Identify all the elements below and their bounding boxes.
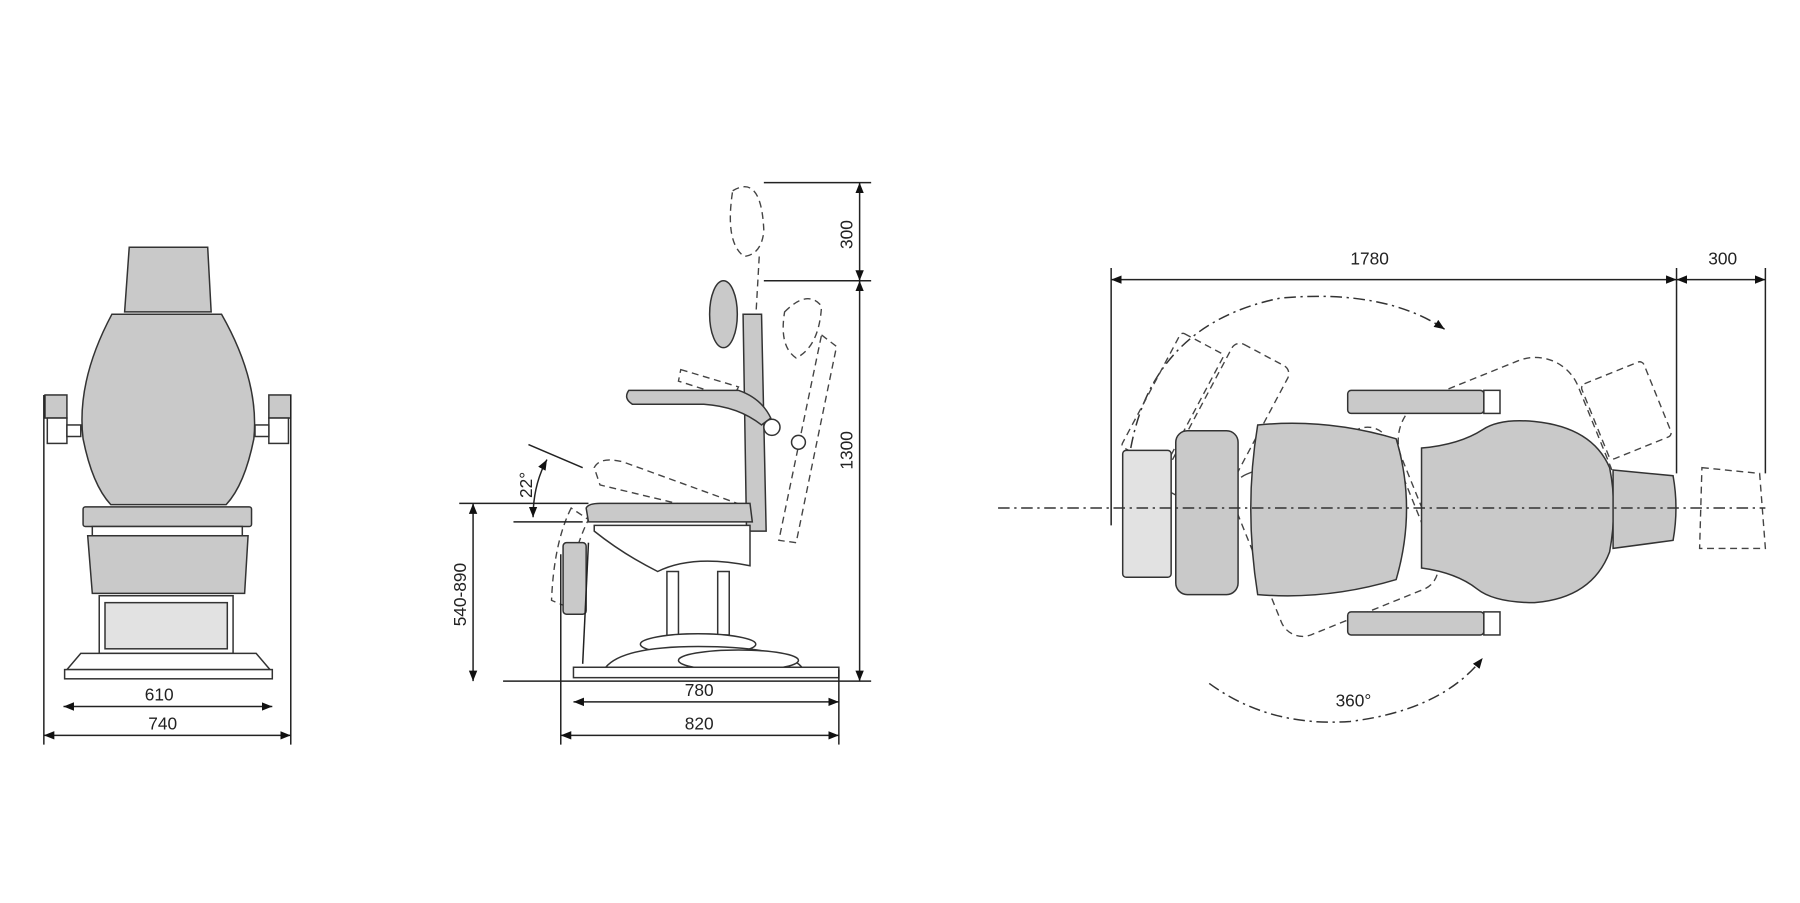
- top-headrest: [1612, 469, 1677, 550]
- front-base-plate: [63, 668, 274, 680]
- side-seat: [585, 502, 754, 523]
- dim-label-300-horizontal: 300: [1708, 249, 1737, 269]
- side-armrest: [625, 389, 772, 426]
- side-backrest: [742, 313, 767, 532]
- side-base-plate: [572, 666, 840, 679]
- top-backrest: [1420, 419, 1615, 604]
- side-seat-base: [593, 524, 751, 573]
- rotation-arc-bottom: [1208, 657, 1484, 723]
- front-view: 610 740: [43, 246, 292, 745]
- side-backrest-pivot: [790, 434, 807, 450]
- top-view: 1780 300 360°: [998, 249, 1767, 723]
- front-lower-cushion: [86, 534, 249, 595]
- side-ext-seat-tilt: [528, 443, 583, 469]
- front-backrest: [81, 313, 256, 506]
- side-legrest: [562, 541, 587, 615]
- front-armrest-right: [268, 394, 292, 419]
- dim-label-820: 820: [685, 714, 714, 734]
- top-headrest-extended-dashed: [1698, 466, 1767, 550]
- top-armrest-upper: [1346, 389, 1485, 415]
- side-column-left: [666, 570, 680, 642]
- side-headrest-raised-dashed: [729, 186, 765, 258]
- dim-label-780: 780: [685, 680, 714, 700]
- front-armrest-left-knob: [46, 417, 68, 445]
- front-armrest-right-knob: [268, 417, 290, 445]
- side-headrest: [708, 279, 739, 349]
- top-armrest-lower-knob: [1483, 611, 1501, 636]
- top-footrest: [1121, 449, 1172, 579]
- front-headrest: [123, 246, 212, 313]
- top-seat: [1250, 422, 1408, 597]
- front-armrest-right-bar: [254, 424, 270, 438]
- side-legrest-bar: [581, 542, 590, 664]
- dim-arc-22deg: [528, 459, 548, 518]
- front-column-cover: [104, 601, 229, 650]
- side-headrest-rod-dashed: [755, 256, 760, 318]
- side-backrest-reclined-dashed: [778, 333, 838, 544]
- dim-label-1300: 1300: [837, 431, 857, 469]
- front-armrest-left-bar: [66, 424, 82, 438]
- rotation-arc-top: [1130, 295, 1446, 449]
- top-armrest-lower: [1346, 611, 1485, 636]
- dim-label-540-890: 540-890: [450, 563, 470, 626]
- dim-label-360deg: 360°: [1336, 691, 1372, 711]
- front-seat-frame: [91, 525, 244, 537]
- dim-label-610: 610: [145, 685, 174, 705]
- dim-label-740: 740: [148, 714, 177, 734]
- front-base: [65, 652, 272, 671]
- side-armrest-pivot: [763, 418, 781, 437]
- front-seat: [82, 506, 253, 528]
- front-armrest-left: [44, 394, 68, 419]
- dim-label-300-vertical: 300: [837, 220, 857, 249]
- side-headrest-reclined-dashed: [782, 298, 823, 359]
- side-column-right: [716, 570, 730, 636]
- side-view: 300 1300 540-890 22° 780 820: [450, 181, 872, 745]
- dim-label-22deg: 22°: [516, 472, 536, 498]
- dim-label-1780: 1780: [1350, 249, 1388, 269]
- top-leg-cushion: [1175, 429, 1239, 596]
- top-armrest-upper-knob: [1483, 389, 1501, 415]
